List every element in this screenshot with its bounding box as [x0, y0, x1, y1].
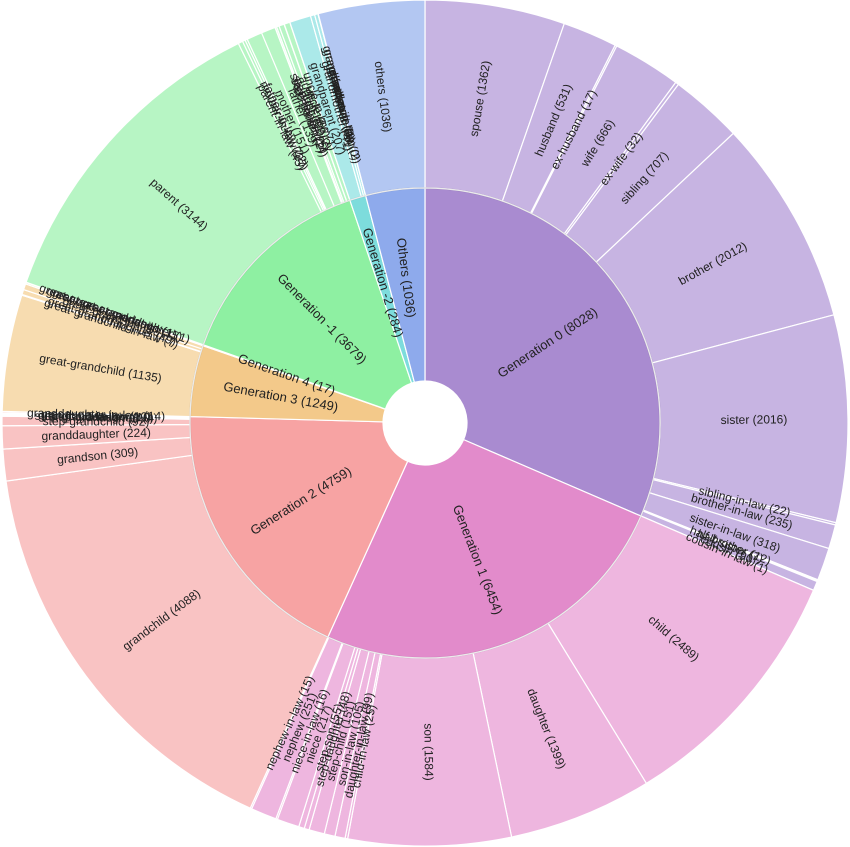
outer-label-step-granddaughter-4: step-granddaughter (4) [35, 409, 158, 425]
outer-label-son-1584: son (1584) [421, 723, 436, 781]
inner-ring [189, 187, 661, 659]
outer-label-grandson-in-law-10: grandson-in-law (10) [41, 407, 151, 424]
outer-label-sister-2016: sister (2016) [721, 412, 788, 427]
outer-label-step-grandchild-92: step-grandchild (92) [43, 414, 150, 429]
outer-label-granddaughter-224: granddaughter (224) [41, 425, 151, 443]
outer-label-granddaughter-in-law-14: granddaughter-in-law (14) [27, 406, 165, 424]
outer-label-step-grandson-8: step-grandson (8) [49, 410, 144, 426]
center-hole [383, 381, 467, 465]
inner-ring-outline [189, 187, 661, 659]
outer-label-grandchild-in-law-10: grandchild-in-law (10) [38, 408, 154, 424]
